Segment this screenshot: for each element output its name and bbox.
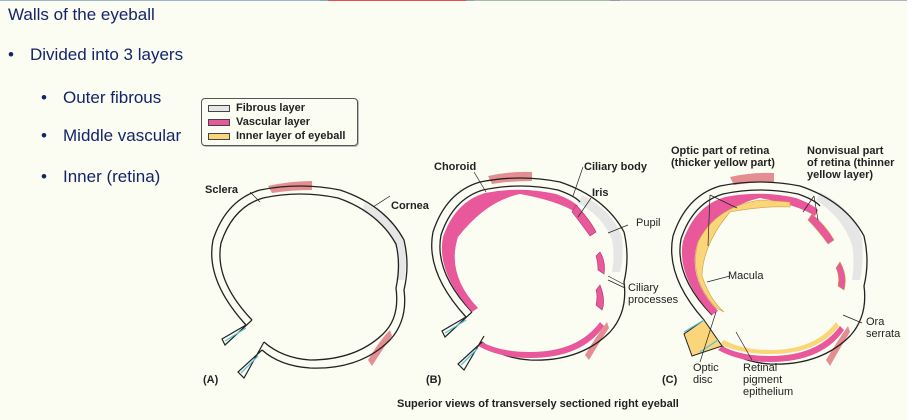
bullet-level2: •Outer fibrous xyxy=(41,88,162,107)
muscle-superior xyxy=(268,181,312,193)
panel-a-eye xyxy=(211,181,408,379)
choroid-lower xyxy=(478,322,604,358)
label-disc: disc xyxy=(693,374,713,386)
cornea xyxy=(362,203,406,280)
legend-item-fibrous: Fibrous layer xyxy=(208,101,305,115)
label-processes: processes xyxy=(628,294,679,306)
panel-id-a: (A) xyxy=(203,374,219,386)
ciliary-iris xyxy=(571,204,605,311)
label-optic-part-2: (thicker yellow part) xyxy=(671,157,775,169)
label-choroid: Choroid xyxy=(434,161,477,173)
label-nonvisual-3: yellow layer) xyxy=(807,169,874,181)
label-serrata: serrata xyxy=(866,328,901,340)
top-tab-strip xyxy=(0,0,907,1)
leader-lines xyxy=(249,166,863,363)
panel-id-c: (C) xyxy=(662,374,678,386)
sclera-inner xyxy=(219,193,400,361)
label-optic-part: Optic part of retina xyxy=(671,145,770,157)
label-macula: Macula xyxy=(728,270,764,282)
slide-title: Walls of the eyeball xyxy=(8,5,155,24)
label-ciliary-body: Ciliary body xyxy=(584,161,647,173)
label-optic: Optic xyxy=(693,362,719,374)
label-cornea: Cornea xyxy=(391,200,429,212)
legend-item-vascular: Vascular layer xyxy=(208,115,310,129)
panel-c-eye xyxy=(671,172,868,366)
legend-swatch xyxy=(208,132,230,140)
label-retinal: Retinal xyxy=(743,362,778,374)
bullet-level2: •Inner (retina) xyxy=(41,167,161,186)
bullet-level2: •Middle vascular xyxy=(41,126,182,145)
sclera-outer xyxy=(211,185,408,369)
retina-optic xyxy=(695,199,791,313)
label-pigment: pigment xyxy=(743,374,783,386)
label-ciliary: Ciliary xyxy=(628,282,659,294)
label-ora: Ora xyxy=(866,316,885,328)
legend-swatch xyxy=(208,118,230,126)
choroid xyxy=(441,189,578,312)
figure-caption: Superior views of transversely sectioned… xyxy=(397,398,679,410)
label-nonvisual: Nonvisual part xyxy=(807,145,884,157)
label-epithelium: epithelium xyxy=(743,386,794,398)
label-sclera: Sclera xyxy=(205,184,239,196)
label-iris: Iris xyxy=(592,187,609,199)
legend-swatch xyxy=(208,104,230,112)
panel-id-b: (B) xyxy=(426,374,442,386)
bullet-level1: •Divided into 3 layers xyxy=(8,45,184,64)
label-pupil: Pupil xyxy=(636,217,661,229)
optic-disc xyxy=(683,319,723,357)
panel-b-eye xyxy=(431,171,628,371)
legend-item-inner: Inner layer of eyeball xyxy=(208,129,345,143)
optic-nerve xyxy=(221,319,265,379)
label-nonvisual-2: of retina (thinner xyxy=(807,157,895,169)
legend: Fibrous layer Vascular layer Inner layer… xyxy=(201,98,358,146)
